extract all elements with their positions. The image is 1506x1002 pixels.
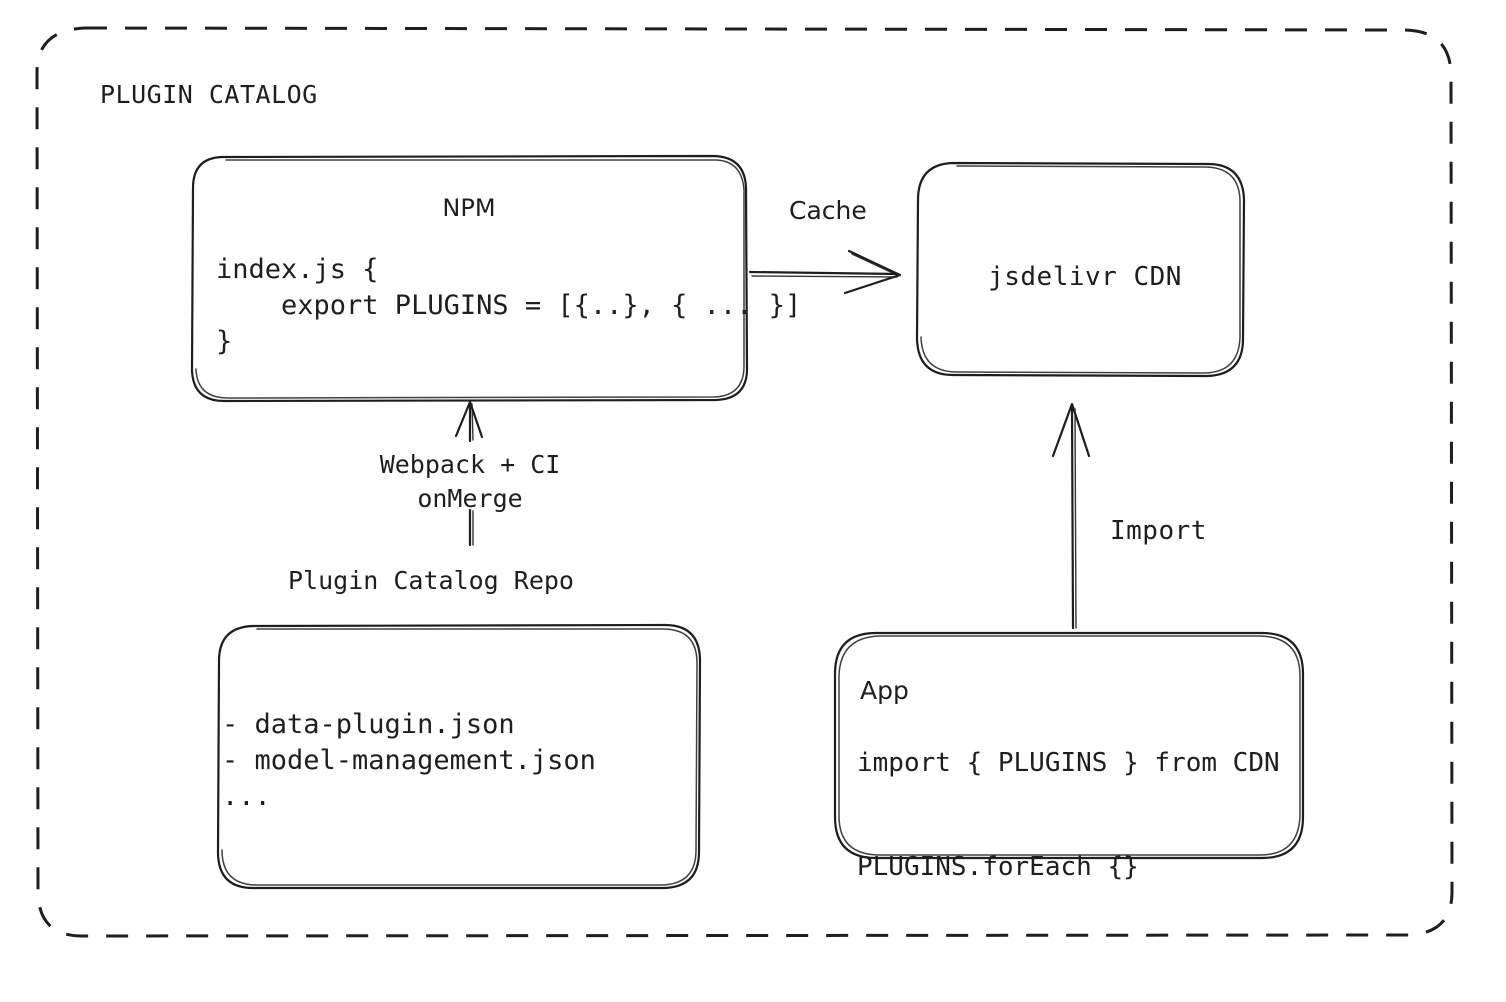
import-edge-label: Import	[1110, 516, 1207, 546]
npm-node-code: index.js { export PLUGINS = [{..}, { ...…	[216, 254, 802, 358]
cdn-node-shape[interactable]	[915, 161, 1246, 378]
app-node-shape[interactable]	[833, 631, 1305, 860]
group-title: PLUGIN CATALOG	[100, 80, 318, 109]
cache-edge-label: Cache	[789, 196, 867, 225]
cache-arrow	[748, 249, 902, 295]
app-node-code: import { PLUGINS } from CDN PLUGINS.forE…	[857, 748, 1280, 882]
npm-node-shape[interactable]	[190, 154, 749, 403]
repo-node-file-list: - data-plugin.json - model-management.js…	[222, 709, 596, 812]
import-arrow	[1051, 402, 1091, 630]
build-arrow	[454, 400, 484, 547]
build-edge-label: Webpack + CI onMerge	[379, 450, 561, 513]
repo-node-title: Plugin Catalog Repo	[288, 566, 574, 595]
app-node-title: App	[860, 676, 909, 705]
repo-node-shape[interactable]	[216, 623, 702, 890]
plugin-catalog-group-border	[35, 26, 1454, 938]
cdn-node-title: jsdelivr CDN	[988, 262, 1182, 292]
npm-node-title: NPM	[442, 194, 496, 222]
